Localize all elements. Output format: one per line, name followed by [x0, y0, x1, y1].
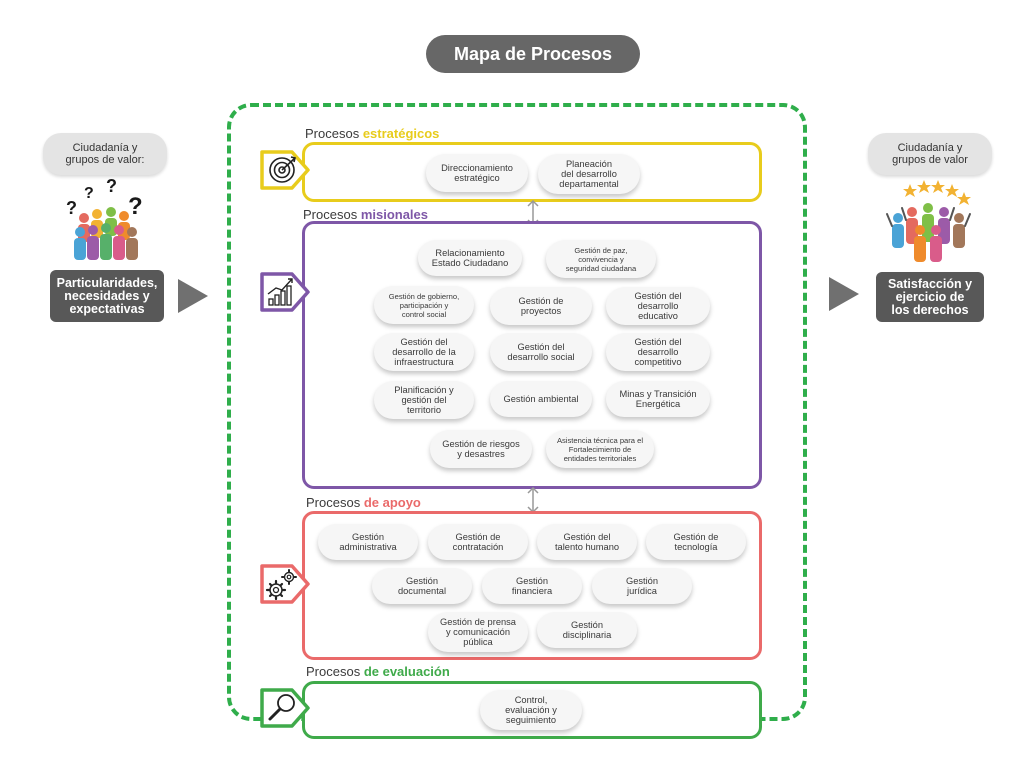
svg-text:?: ?: [66, 198, 77, 218]
process-direccionamiento-estrategico[interactable]: Direccionamiento estratégico: [426, 154, 528, 192]
process-gestion-riesgos[interactable]: Gestión de riesgos y desastres: [430, 430, 532, 468]
svg-text:?: ?: [106, 176, 117, 196]
section-label-apoyo: Procesos de apoyo: [306, 495, 421, 510]
process-desarrollo-social[interactable]: Gestión del desarrollo social: [490, 333, 592, 371]
process-gestion-gobierno[interactable]: Gestión de gobierno, participación y con…: [374, 286, 474, 324]
process-gestion-documental[interactable]: Gestión documental: [372, 568, 472, 604]
right-stakeholders-pill: Ciudadanía y grupos de valor: [868, 133, 992, 175]
process-desarrollo-educativo[interactable]: Gestión del desarrollo educativo: [606, 287, 710, 325]
process-gestion-tecnologia[interactable]: Gestión de tecnología: [646, 524, 746, 560]
process-asistencia-tecnica[interactable]: Asistencia técnica para el Fortalecimien…: [546, 430, 654, 468]
left-needs-box: Particularidades, necesidades y expectat…: [50, 270, 164, 322]
left-arrow-icon: [178, 279, 208, 313]
section-label-estrategicos: Procesos estratégicos: [305, 126, 440, 141]
svg-text:?: ?: [128, 193, 143, 220]
process-gestion-paz[interactable]: Gestión de paz, convivencia y seguridad …: [546, 240, 656, 278]
process-gestion-juridica[interactable]: Gestión jurídica: [592, 568, 692, 604]
process-talento-humano[interactable]: Gestión del talento humano: [537, 524, 637, 560]
process-gestion-ambiental[interactable]: Gestión ambiental: [490, 381, 592, 417]
section-box-estrategicos: [302, 142, 762, 202]
growth-chart-icon: [260, 272, 310, 312]
process-relacionamiento[interactable]: Relacionamiento Estado Ciudadano: [418, 240, 522, 276]
process-control-evaluacion[interactable]: Control, evaluación y seguimiento: [480, 690, 582, 730]
process-planificacion-territorio[interactable]: Planificación y gestión del territorio: [374, 381, 474, 419]
process-gestion-contratacion[interactable]: Gestión de contratación: [428, 524, 528, 560]
process-desarrollo-infraestructura[interactable]: Gestión del desarrollo de la infraestruc…: [374, 333, 474, 371]
section-label-evaluacion: Procesos de evaluación: [306, 664, 450, 679]
page-title: Mapa de Procesos: [426, 35, 640, 73]
process-gestion-financiera[interactable]: Gestión financiera: [482, 568, 582, 604]
left-stakeholders-pill: Ciudadanía y grupos de valor:: [43, 133, 167, 175]
process-gestion-proyectos[interactable]: Gestión de proyectos: [490, 287, 592, 325]
target-icon: [260, 150, 310, 190]
magnifier-icon: [260, 688, 310, 728]
svg-text:?: ?: [84, 185, 94, 202]
process-prensa-comunicacion[interactable]: Gestión de prensa y comunicación pública: [428, 612, 528, 652]
process-gestion-disciplinaria[interactable]: Gestión disciplinaria: [537, 612, 637, 648]
process-minas-transicion[interactable]: Minas y Transición Energética: [606, 381, 710, 417]
right-outcome-box: Satisfacción y ejercicio de los derechos: [876, 272, 984, 322]
process-gestion-administrativa[interactable]: Gestión administrativa: [318, 524, 418, 560]
happy-people-icon: [886, 180, 971, 262]
process-desarrollo-competitivo[interactable]: Gestión del desarrollo competitivo: [606, 333, 710, 371]
confused-people-icon: ? ? ? ?: [66, 176, 143, 260]
right-arrow-icon: [829, 277, 859, 311]
process-planeacion-desarrollo[interactable]: Planeación del desarrollo departamental: [538, 154, 640, 194]
section-label-misionales: Procesos misionales: [303, 207, 429, 222]
gears-icon: [260, 564, 310, 604]
